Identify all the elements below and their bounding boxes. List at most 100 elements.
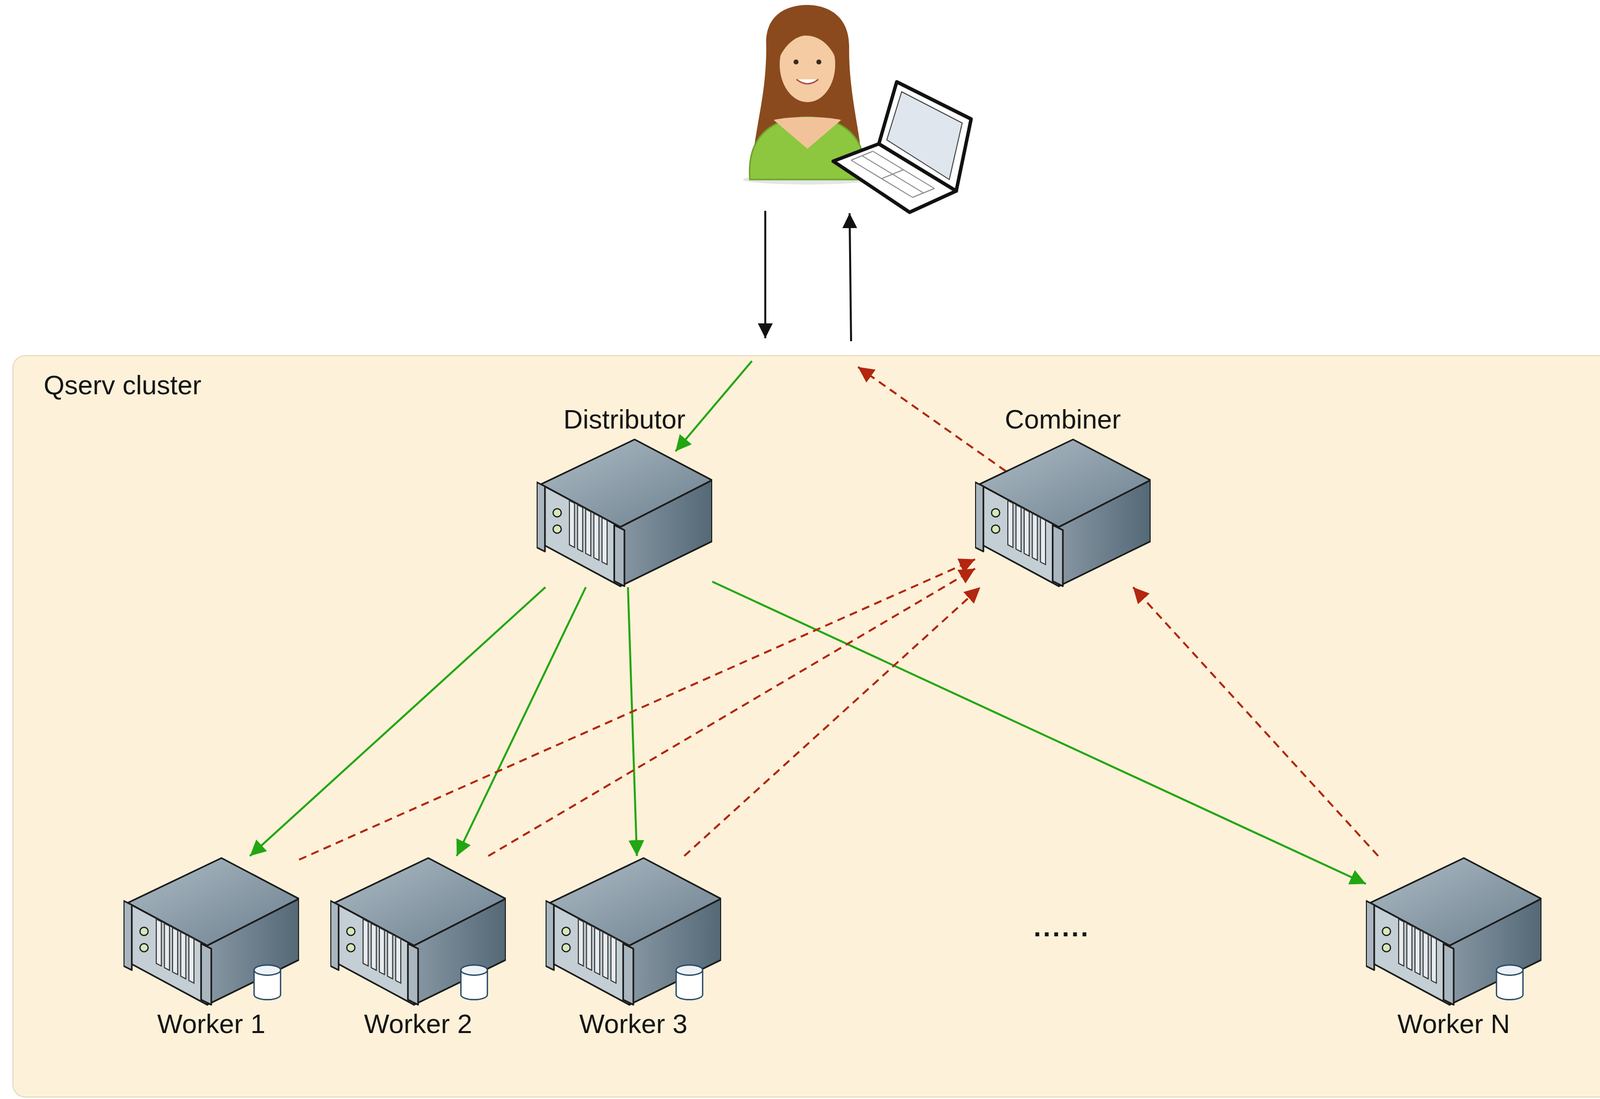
drive-bay bbox=[1032, 513, 1038, 561]
server-side bbox=[620, 480, 713, 587]
led bbox=[139, 927, 148, 936]
server-side bbox=[629, 898, 722, 1005]
server-node: Worker N bbox=[1365, 856, 1542, 1043]
disk-symbol bbox=[253, 965, 281, 1000]
drive-bay bbox=[188, 936, 194, 984]
led bbox=[346, 943, 355, 952]
query-connector bbox=[456, 587, 586, 857]
connectors bbox=[249, 559, 1379, 884]
server-front bbox=[979, 484, 1059, 587]
drive-bay bbox=[395, 936, 401, 984]
server-node: Worker 1 bbox=[123, 856, 300, 1043]
server-front bbox=[550, 903, 630, 1005]
rack-ear bbox=[975, 482, 984, 552]
rack-ear bbox=[1365, 900, 1374, 971]
result-arrow bbox=[849, 213, 852, 342]
server-label: Worker 3 bbox=[574, 1005, 693, 1043]
server-node: Worker 2 bbox=[330, 856, 506, 1043]
led bbox=[553, 508, 561, 517]
drive-bay bbox=[1015, 504, 1021, 553]
server-side bbox=[1449, 898, 1542, 1005]
eye bbox=[816, 59, 822, 65]
server-side bbox=[414, 898, 506, 1005]
rack-ear bbox=[545, 900, 554, 971]
drive-bay bbox=[156, 919, 162, 967]
smile bbox=[796, 79, 819, 84]
drive-bay bbox=[594, 927, 600, 976]
drive-bay bbox=[172, 927, 178, 976]
drive-bay bbox=[593, 513, 599, 561]
disk-symbol bbox=[676, 965, 703, 1000]
server-front bbox=[1370, 903, 1450, 1005]
drive-bay bbox=[602, 931, 608, 980]
rack-ear bbox=[330, 900, 339, 971]
rack-ear bbox=[614, 525, 625, 587]
server-icon bbox=[545, 856, 722, 1006]
server-label: Combiner bbox=[999, 401, 1126, 438]
server-icon bbox=[123, 856, 300, 1006]
result-connector bbox=[488, 568, 976, 857]
server-node: Combiner bbox=[975, 401, 1151, 588]
rack-ear bbox=[123, 900, 132, 971]
rack-ear bbox=[407, 943, 419, 1005]
neck bbox=[773, 117, 842, 149]
server-node: Distributor bbox=[536, 401, 713, 588]
drive-bay bbox=[387, 931, 393, 980]
drive-bay bbox=[578, 919, 584, 967]
drive-bay bbox=[1406, 923, 1412, 971]
result-connector bbox=[684, 587, 981, 857]
drive-bay bbox=[1007, 500, 1013, 548]
drive-bay bbox=[586, 923, 592, 971]
rack-ear bbox=[536, 482, 545, 552]
query-connector bbox=[627, 587, 637, 857]
result-connector bbox=[1133, 587, 1379, 857]
disk-symbol bbox=[460, 965, 488, 1000]
drive-bay bbox=[363, 919, 369, 967]
laptop-screen bbox=[886, 91, 963, 180]
server-side bbox=[1058, 480, 1151, 587]
rack-ear bbox=[622, 943, 634, 1005]
disk-symbol bbox=[1496, 965, 1523, 1000]
drive-bay bbox=[1431, 936, 1437, 984]
drive-bay bbox=[585, 509, 591, 557]
led bbox=[561, 927, 570, 936]
rack-ear bbox=[200, 943, 212, 1005]
led bbox=[991, 508, 1000, 517]
led bbox=[1382, 943, 1391, 952]
result-line bbox=[858, 367, 1006, 472]
result-connector bbox=[299, 559, 976, 861]
led bbox=[139, 943, 148, 952]
rack-ear bbox=[1443, 943, 1454, 1005]
drive-bay bbox=[577, 504, 583, 553]
rack-ear bbox=[1052, 525, 1063, 587]
server-icon bbox=[536, 437, 713, 588]
drive-bay bbox=[602, 517, 608, 565]
server-front bbox=[541, 484, 621, 587]
laptop bbox=[833, 81, 972, 213]
drive-bay bbox=[164, 923, 170, 971]
laptop-lid bbox=[878, 81, 972, 191]
fringe bbox=[778, 20, 837, 60]
drive-bay bbox=[180, 931, 186, 980]
server-label: Worker 1 bbox=[152, 1005, 271, 1043]
server-front bbox=[127, 903, 208, 1005]
led bbox=[1382, 927, 1391, 936]
drive-bay bbox=[1024, 509, 1030, 557]
server-front bbox=[334, 903, 415, 1005]
server-icon bbox=[1365, 856, 1542, 1006]
server-icon bbox=[975, 437, 1151, 588]
led bbox=[561, 943, 570, 952]
drive-bay bbox=[370, 923, 376, 971]
led bbox=[991, 525, 1000, 534]
drive-bay bbox=[1422, 931, 1428, 980]
query-connector bbox=[712, 581, 1366, 884]
led bbox=[553, 525, 561, 534]
drive-bay bbox=[1398, 919, 1404, 967]
ellipsis-label: ...... bbox=[1033, 911, 1091, 944]
server-label: Worker N bbox=[1392, 1005, 1515, 1043]
eye bbox=[793, 59, 799, 65]
led bbox=[346, 927, 355, 936]
cluster-title: Qserv cluster bbox=[43, 369, 202, 402]
server-label: Worker 2 bbox=[359, 1005, 478, 1043]
drive-bay bbox=[1040, 517, 1046, 565]
